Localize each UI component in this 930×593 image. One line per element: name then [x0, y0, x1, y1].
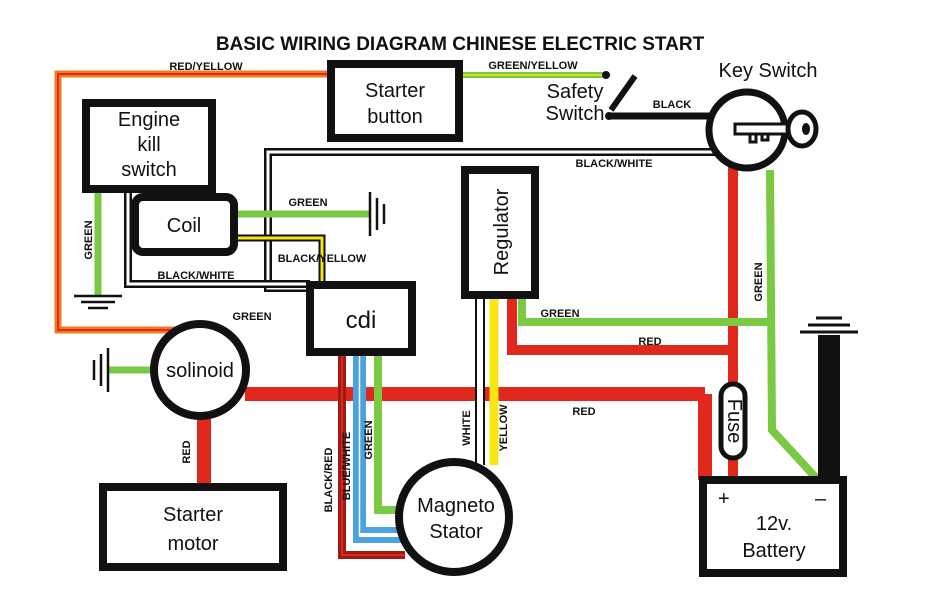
label-red-yellow: RED/YELLOW	[169, 61, 243, 73]
key-icon	[733, 109, 819, 149]
battery-label-1: 12v.	[756, 513, 792, 535]
diagram-title: BASIC WIRING DIAGRAM CHINESE ELECTRIC ST…	[216, 34, 705, 55]
wire-green-stator	[374, 354, 405, 514]
safety-switch-label-1: Safety	[547, 81, 604, 103]
label-green-key: GREEN	[753, 262, 765, 301]
starter-motor-label-2: motor	[167, 533, 218, 555]
label-black-red: BLACK/RED	[323, 448, 335, 513]
battery-label-2: Battery	[742, 540, 805, 562]
battery-ground-post	[800, 316, 858, 480]
label-green-yellow: GREEN/YELLOW	[488, 60, 578, 72]
solenoid: solinoid	[150, 320, 250, 420]
label-black-white-kill: BLACK/WHITE	[158, 270, 235, 282]
wire-black-red	[338, 354, 405, 559]
label-red-regulator: RED	[638, 336, 661, 348]
wire-black-white-kill	[124, 190, 310, 288]
engine-kill-switch: Engine kill switch	[82, 99, 216, 193]
label-green-stator: GREEN	[363, 420, 375, 459]
regulator-label: Regulator	[491, 188, 513, 275]
cdi-label: cdi	[346, 307, 377, 334]
kill-switch-label-3: switch	[121, 159, 177, 181]
label-green-regulator: GREEN	[540, 308, 579, 320]
battery: + – 12v. Battery	[699, 476, 847, 577]
cdi-unit: cdi	[306, 281, 416, 356]
wire-green-regulator	[518, 296, 772, 326]
starter-button-label-2: button	[367, 106, 423, 128]
wire-blue-white	[353, 354, 403, 543]
ground-icon-coil	[368, 192, 386, 236]
label-red-starter: RED	[181, 440, 193, 463]
ground-icon-kill	[74, 294, 122, 310]
label-black: BLACK	[653, 99, 692, 111]
label-white: WHITE	[461, 410, 473, 445]
battery-plus: +	[718, 488, 730, 510]
coil: Coil	[131, 193, 238, 256]
label-blue-white: BLUE/WHITE	[341, 432, 353, 500]
coil-label: Coil	[167, 215, 201, 237]
starter-button-label-1: Starter	[365, 80, 425, 102]
starter-motor: Starter motor	[99, 483, 287, 571]
wire-red-regulator	[507, 296, 733, 355]
kill-switch-label-2: kill	[137, 134, 160, 156]
label-green-coil: GREEN	[288, 197, 327, 209]
key-switch-label: Key Switch	[719, 60, 818, 82]
wire-green-yellow	[460, 71, 610, 79]
safety-switch-label-2: Switch	[546, 103, 605, 125]
stator-label-1: Magneto	[417, 495, 495, 517]
fuse: Fuse	[718, 381, 748, 461]
label-red-main: RED	[572, 406, 595, 418]
regulator: Regulator	[461, 166, 539, 299]
magneto-stator: Magneto Stator	[395, 458, 513, 576]
label-black-yellow: BLACK/YELLOW	[278, 253, 367, 265]
label-green-solenoid: GREEN	[232, 311, 271, 323]
kill-switch-label-1: Engine	[118, 109, 180, 131]
fuse-label: Fuse	[723, 399, 745, 443]
starter-button: Starter button	[327, 60, 463, 142]
wire-red-yellow	[54, 70, 330, 334]
ground-icon-solenoid	[92, 348, 110, 392]
wire-green-key	[766, 169, 821, 483]
battery-minus: –	[815, 488, 827, 510]
solenoid-label: solinoid	[166, 360, 234, 382]
label-yellow: YELLOW	[498, 404, 510, 452]
starter-motor-label-1: Starter	[163, 504, 223, 526]
key-switch: Key Switch	[705, 60, 819, 172]
wire-black-yellow	[235, 234, 326, 285]
label-black-white-top: BLACK/WHITE	[576, 158, 653, 170]
safety-switch: Safety Switch	[546, 74, 638, 125]
stator-label-2: Stator	[429, 521, 483, 543]
label-green-kill: GREEN	[83, 220, 95, 259]
